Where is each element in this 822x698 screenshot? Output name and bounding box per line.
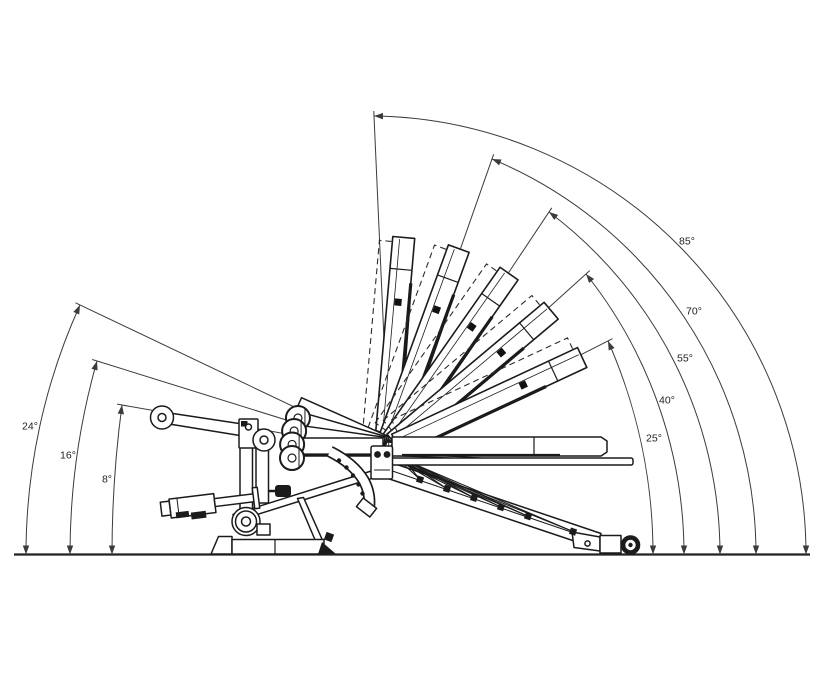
headrest-divider: [437, 274, 459, 283]
angle-label: 85°: [679, 236, 695, 248]
angle-label: 25°: [646, 433, 662, 445]
angle-dimension-arc: [491, 158, 757, 555]
rear-foot: [599, 534, 622, 554]
leg-lock-cylinder: [159, 486, 261, 520]
arc-arrowhead: [752, 545, 760, 555]
angle-adjuster-bracket: [327, 446, 378, 518]
backrest-flat-position: [386, 436, 634, 466]
base-tube: [231, 538, 325, 555]
arc-arrowhead: [117, 405, 124, 415]
pad-bolt: [496, 347, 507, 358]
headrest-divider: [389, 267, 412, 271]
pad-bolt: [432, 305, 442, 315]
angle-dimension-arc: [111, 404, 123, 555]
backrest-pad-seam: [392, 308, 548, 439]
backrest-positions: [361, 235, 588, 455]
angle-label: 40°: [659, 395, 675, 407]
strut-link: [400, 461, 448, 490]
pad-bolt: [518, 380, 528, 390]
arc-arrowhead: [73, 305, 80, 315]
headrest-divider: [481, 293, 501, 307]
angle-dimension-arc: [585, 273, 685, 555]
arc-arrowhead: [66, 545, 74, 555]
headrest-divider: [547, 360, 559, 382]
strut-link: [403, 458, 574, 533]
main-rail: [387, 461, 641, 555]
hub-pin-1: [374, 451, 381, 458]
arc-arrowhead: [586, 274, 595, 284]
backrest-frame-edge: [418, 385, 547, 448]
arc-arrowhead: [680, 545, 688, 555]
angle-label: 55°: [677, 353, 693, 365]
arc-arrowhead: [549, 212, 559, 220]
headrest-divider: [519, 322, 535, 341]
seat-roller-hub: [287, 453, 297, 463]
arc-arrowhead: [374, 112, 384, 120]
angle-dimensions: 24° 16° 8° 85° 70° 55° 40° 25°: [14, 110, 810, 556]
adjust-knob: [275, 485, 291, 497]
angle-label: 70°: [686, 306, 702, 318]
strut-rail-bracket: [442, 484, 452, 493]
arc-arrowhead: [108, 545, 116, 555]
angle-dimension-arc: [548, 211, 721, 555]
angle-label: 16°: [60, 450, 76, 462]
backrest-pad-seam: [389, 272, 505, 438]
arc-arrowhead: [91, 361, 98, 371]
stand-brace-bar: [296, 496, 325, 546]
angle-dimension-arc: [373, 115, 807, 555]
arc-arrowhead: [649, 545, 657, 555]
backrest-pad-seam: [396, 354, 579, 441]
seat-roller-stack: [279, 405, 311, 471]
leg-arm: [162, 411, 250, 438]
front-foot: [210, 535, 233, 555]
arc-arrowhead: [22, 545, 30, 555]
backrest-pad-seam: [381, 239, 400, 440]
arc-arrowhead: [492, 159, 502, 166]
pivot-hub: [370, 445, 394, 480]
angle-dimension-arc: [25, 304, 81, 555]
hub-pin-2: [383, 451, 391, 458]
arc-arrowhead: [608, 341, 615, 351]
backrest-pad-seam: [385, 248, 455, 439]
angle-label: 24°: [22, 421, 38, 433]
pad-bolt: [466, 321, 477, 332]
angle-label: 8°: [102, 474, 112, 486]
front-post: [239, 445, 254, 517]
arc-arrowhead: [716, 545, 724, 555]
strut-rail-bracket: [415, 475, 425, 484]
pad-bolt: [394, 298, 402, 307]
rear-bolt: [584, 540, 591, 547]
angle-dimension-arc: [69, 360, 98, 555]
strut-rail-bracket: [568, 527, 578, 536]
angle-dimension-arc: [607, 340, 654, 555]
arc-arrowhead: [802, 545, 810, 555]
